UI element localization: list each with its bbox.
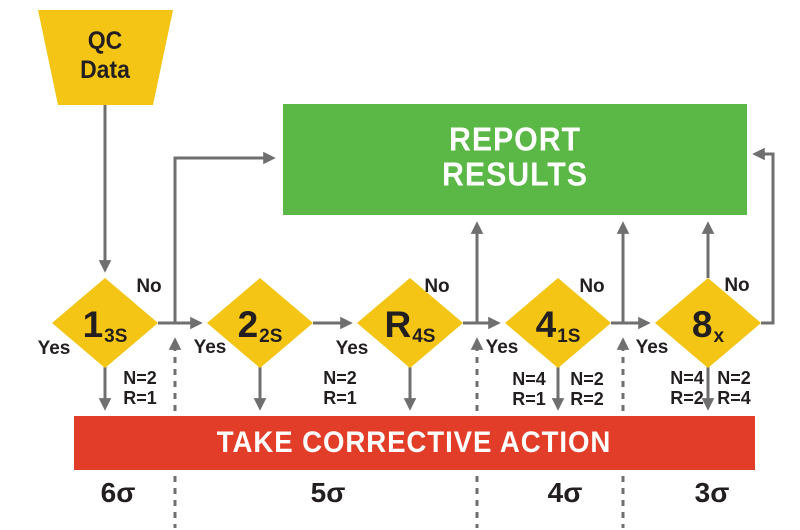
rule-r-no-label: No — [424, 276, 450, 297]
rule-1-sub: 3S — [104, 326, 128, 347]
sigma-zone-dividers — [168, 337, 630, 528]
rule-r-yes-label: Yes — [335, 338, 369, 359]
nr-5sigma-n: N=2 — [323, 368, 357, 389]
report-results-label: REPORT RESULTS — [442, 122, 588, 191]
rule-1-yes-label: Yes — [37, 338, 71, 359]
corrective-action-label: TAKE CORRECTIVE ACTION — [216, 426, 612, 459]
rule-1-3s-label: 13S — [83, 304, 128, 348]
rule-r-4s-label: R4S — [385, 304, 436, 348]
rule-2-base: 2 — [237, 304, 259, 345]
rule-4-yes-label: Yes — [485, 337, 519, 358]
nr-annotation-3sigma-left: N=4 R=2 — [670, 368, 704, 409]
nr-3sigma-right-r: R=4 — [717, 388, 751, 408]
diamond-rule-r-4s — [357, 278, 463, 368]
qc-data-line1: QC — [87, 27, 123, 55]
nr-annotation-3sigma-right: N=2 R=4 — [717, 368, 751, 409]
rule-8-yes-label: Yes — [635, 337, 669, 358]
nr-4sigma-right-n: N=2 — [570, 369, 604, 390]
nr-6sigma-r: R=1 — [123, 388, 157, 408]
rule-r-sub: 4S — [412, 326, 436, 347]
qc-data-line2: Data — [80, 56, 130, 84]
rule-8-no-label: No — [724, 275, 750, 296]
report-results-line2: RESULTS — [442, 155, 588, 192]
report-results-box — [283, 104, 747, 215]
rule-8-x-label: 8x — [692, 304, 724, 348]
nr-3sigma-left-n: N=4 — [670, 368, 704, 389]
nr-4sigma-left-r: R=1 — [512, 389, 546, 409]
rule-r-base: R — [384, 304, 412, 345]
sigma-scale-4: 4σ — [547, 477, 583, 508]
rule-4-base: 4 — [535, 304, 557, 345]
rule-2-2s-label: 22S — [238, 304, 283, 348]
nr-annotation-4sigma-left: N=4 R=1 — [512, 369, 546, 410]
rule-2-sub: 2S — [259, 326, 283, 347]
qc-data-label: QC Data — [80, 27, 130, 85]
rule-2-yes-label: Yes — [193, 337, 227, 358]
nr-5sigma-r: R=1 — [323, 388, 357, 408]
nr-annotation-5sigma: N=2 R=1 — [323, 368, 357, 409]
rule-4-1s-label: 41S — [536, 304, 581, 348]
nr-4sigma-left-n: N=4 — [512, 369, 546, 390]
flow-connectors — [98, 105, 775, 411]
arrow-rule5-no-loop-to-report — [752, 147, 775, 325]
nr-3sigma-left-r: R=2 — [670, 388, 704, 408]
diamond-rule-1-3s — [52, 278, 158, 368]
diamond-rule-2-2s — [207, 278, 313, 368]
diamond-rule-4-1s — [505, 278, 611, 368]
rule-1-base: 1 — [82, 304, 104, 345]
rule-8-sub: x — [713, 326, 725, 347]
rule-4-sub: 1S — [557, 326, 581, 347]
report-results-line1: REPORT — [448, 120, 582, 158]
qc-data-trapezoid — [38, 10, 173, 105]
nr-annotation-4sigma-right: N=2 R=2 — [570, 369, 604, 410]
arrow-6sigma-exit-to-report — [173, 151, 276, 323]
diamond-rule-8-x — [655, 278, 761, 368]
corrective-action-box — [74, 416, 755, 470]
rule-1-no-label: No — [136, 276, 162, 297]
nr-3sigma-right-n: N=2 — [717, 368, 751, 389]
nr-4sigma-right-r: R=2 — [570, 389, 604, 409]
nr-6sigma-n: N=2 — [123, 368, 157, 389]
sigma-scale-5: 5σ — [310, 477, 346, 508]
sigma-scale-6: 6σ — [100, 477, 136, 508]
nr-annotation-6sigma: N=2 R=1 — [123, 368, 157, 409]
rule-4-no-label: No — [579, 276, 605, 297]
rule-diamonds — [52, 278, 761, 368]
sigma-scale-3: 3σ — [694, 477, 730, 508]
rule-8-base: 8 — [691, 304, 713, 345]
